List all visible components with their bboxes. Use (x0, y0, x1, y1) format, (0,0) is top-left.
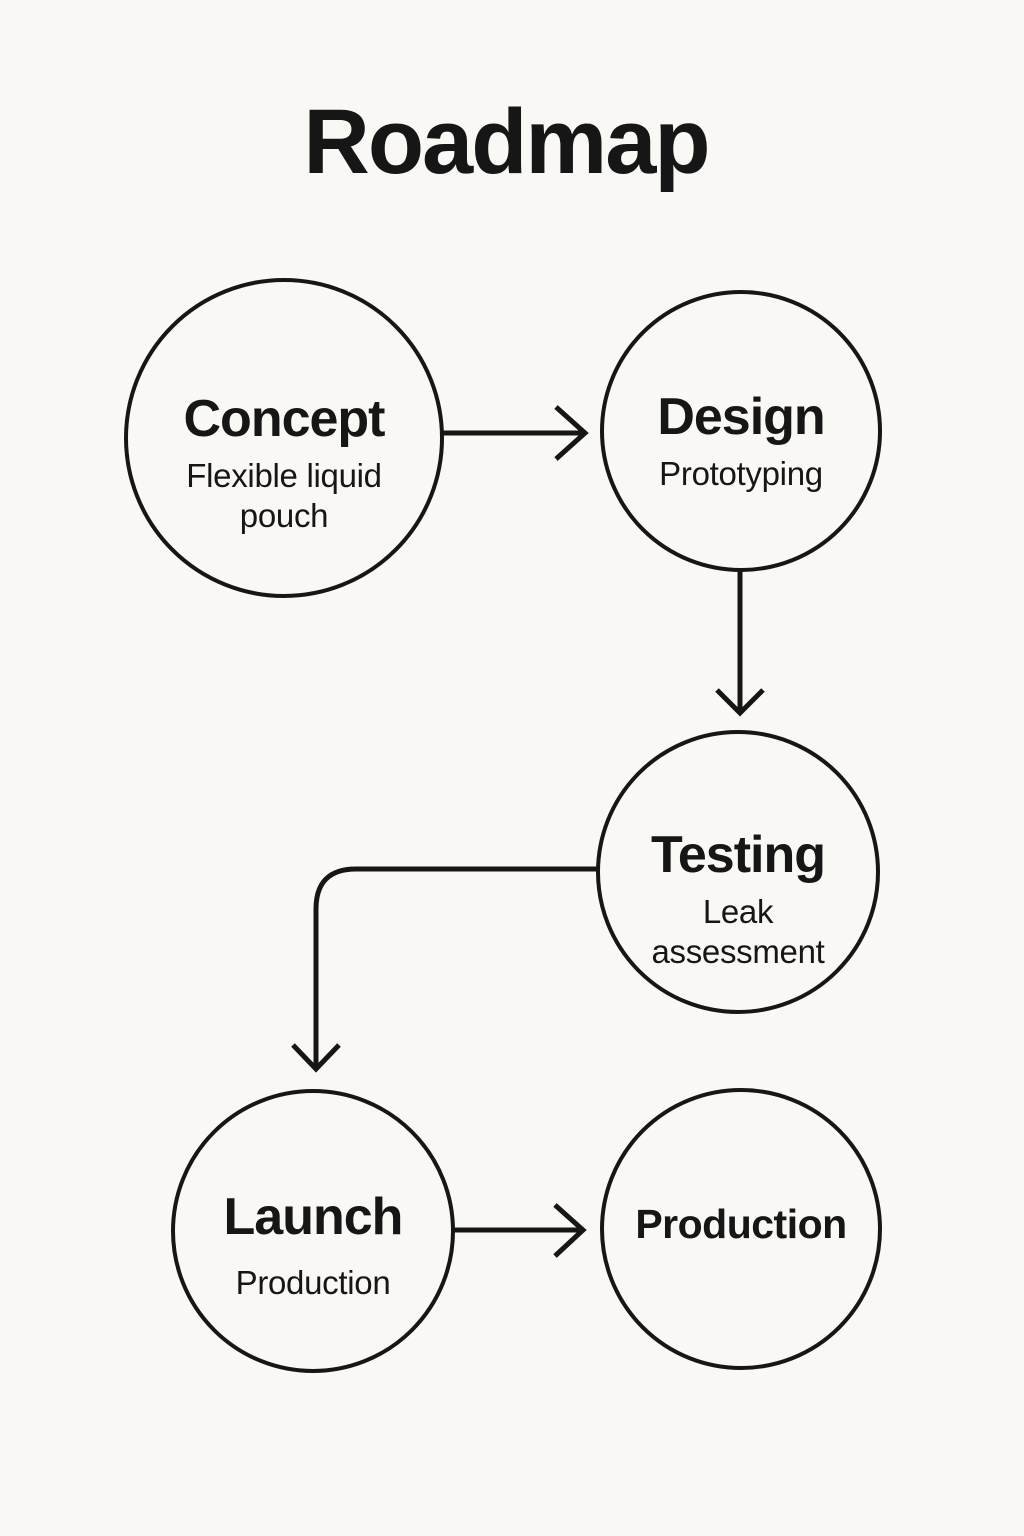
design-node-sublabel: Prototyping (659, 454, 823, 492)
testing-node-sublabel: Leak assessment (651, 892, 825, 970)
concept-node: Concept Flexible liquid pouch (134, 392, 434, 536)
testing-node-label: Testing (650, 826, 826, 884)
arrowhead-down-icon (291, 1043, 341, 1073)
edge-design-to-testing (715, 570, 765, 717)
testing-node: Testing Leak assessment (588, 828, 888, 972)
arrowhead-right-icon (554, 405, 589, 461)
edge-elbow-line (313, 866, 600, 1066)
concept-node-label: Concept (183, 390, 386, 448)
production-node-label: Production (635, 1201, 847, 1247)
edge-testing-to-launch (291, 866, 600, 1073)
concept-node-circle (124, 278, 444, 598)
launch-node-label: Launch (223, 1188, 404, 1246)
launch-node-sublabel: Production (235, 1263, 391, 1301)
arrowhead-right-icon (553, 1203, 587, 1258)
production-node-circle (600, 1088, 882, 1370)
arrowhead-down-icon (715, 688, 765, 717)
launch-node: Launch Production (163, 1190, 463, 1303)
design-node-label: Design (657, 388, 825, 446)
edge-concept-to-design (443, 405, 589, 461)
edge-launch-to-production (453, 1203, 587, 1258)
page-title: Roadmap (303, 91, 710, 193)
production-node: Production (591, 1201, 891, 1247)
testing-node-circle (596, 730, 880, 1014)
design-node: Design Prototyping (591, 390, 891, 494)
concept-node-sublabel: Flexible liquid pouch (186, 456, 382, 534)
